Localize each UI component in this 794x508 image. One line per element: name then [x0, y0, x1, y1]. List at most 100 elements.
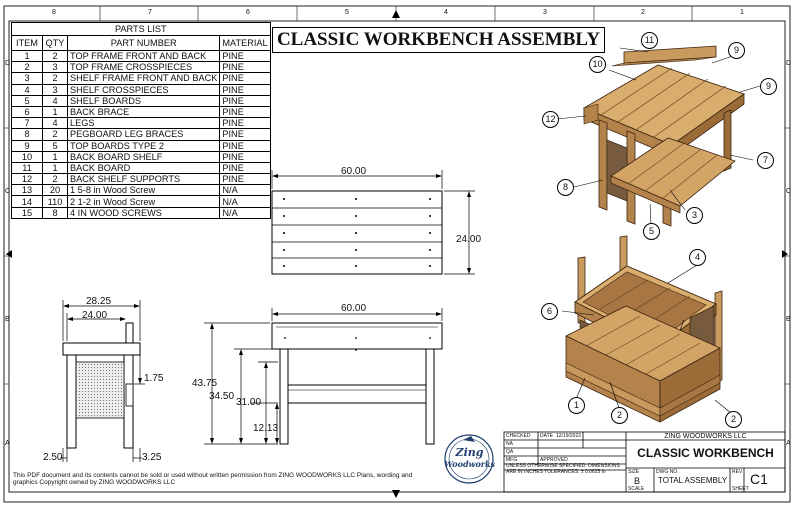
dim-top-depth: 24.00 — [456, 234, 482, 245]
balloon-upper: 9 — [728, 42, 745, 59]
zone-4: 4 — [444, 9, 448, 16]
zone-3: 3 — [543, 9, 547, 16]
tb-date-label: DATE — [540, 433, 553, 439]
dim-shelf-height: 12.13 — [253, 423, 279, 434]
balloon-upper: 12 — [542, 111, 559, 128]
tb-sheet: SHEET — [732, 486, 749, 492]
tb-rev-value: C1 — [750, 471, 768, 487]
zone-8: 8 — [52, 9, 56, 16]
balloon-lower: 1 — [568, 397, 585, 414]
parts-list-table: PARTS LIST ITEM QTY PART NUMBER MATERIAL… — [11, 22, 271, 219]
drawing-title: CLASSIC WORKBENCH ASSEMBLY — [272, 27, 605, 53]
zone-a: A — [5, 440, 10, 447]
tb-drawn: NA — [506, 441, 513, 447]
balloon-upper: 5 — [643, 223, 660, 240]
dim-side-overall: 28.25 — [86, 296, 112, 307]
zone-7: 7 — [148, 9, 152, 16]
balloon-lower: 2 — [725, 411, 742, 428]
zone-b: B — [5, 316, 10, 323]
tb-scale: SCALE — [628, 486, 645, 492]
tb-date-value: 12/19/2022 — [556, 433, 582, 439]
tb-dwg-label: DWG NO — [656, 469, 678, 475]
balloon-upper: 10 — [589, 56, 606, 73]
balloon-upper: 9 — [760, 78, 777, 95]
balloon-upper: 7 — [757, 152, 774, 169]
zone-b-right: B — [786, 316, 791, 323]
tb-title: CLASSIC WORKBENCH — [637, 446, 774, 460]
dim-side-left: 2.50 — [43, 452, 63, 463]
dim-shelf-top: 31.00 — [236, 397, 262, 408]
balloon-upper: 3 — [686, 207, 703, 224]
dim-overall-height: 43.75 — [192, 378, 218, 389]
zone-c-right: C — [786, 188, 792, 195]
tb-tolerance: UNLESS OTHERWISE SPECIFIED: DIMENSIONS A… — [506, 463, 620, 475]
logo-zing: Zing — [455, 446, 484, 459]
part-qty: 2 — [42, 128, 68, 141]
part-material: PINE — [219, 139, 271, 152]
tb-approved: APPROVED — [540, 457, 568, 463]
dim-side-offset: 1.75 — [144, 373, 164, 384]
zone-a-right: A — [786, 440, 791, 447]
tb-rev-label: REV — [732, 469, 743, 475]
part-material: PINE — [219, 173, 271, 186]
tb-checked: CHECKED — [506, 433, 531, 439]
logo-woodworks: Woodworks — [443, 459, 496, 469]
tb-qa: QA — [506, 449, 514, 455]
part-material: N/A — [219, 184, 271, 197]
tb-dwg-value: TOTAL ASSEMBLY — [658, 476, 728, 485]
zone-1: 1 — [740, 9, 744, 16]
part-qty: 8 — [42, 206, 68, 219]
balloon-upper: 8 — [557, 179, 574, 196]
dim-top-width: 60.00 — [341, 166, 367, 177]
tb-size-label: SIZE — [628, 469, 640, 475]
part-item: 12 — [11, 173, 43, 186]
part-material: PINE — [219, 150, 271, 163]
zone-5: 5 — [345, 9, 349, 16]
balloon-lower: 6 — [541, 303, 558, 320]
dim-side-depth: 24.00 — [82, 310, 108, 321]
dim-side-right: 3.25 — [142, 452, 162, 463]
part-item: 8 — [11, 128, 43, 141]
tb-size-value: B — [634, 476, 641, 486]
zone-2: 2 — [641, 9, 645, 16]
dim-front-width: 60.00 — [341, 303, 367, 314]
zone-d-right: D — [786, 60, 792, 67]
balloon-lower: 2 — [611, 407, 628, 424]
zone-6: 6 — [246, 9, 250, 16]
zing-woodworks-logo: Zing Woodworks — [441, 432, 498, 486]
part-material: PINE — [219, 83, 271, 96]
part-material: PINE — [219, 161, 271, 175]
part-material: N/A — [219, 195, 271, 208]
part-material: PINE — [219, 128, 271, 141]
tb-company: ZING WOODWORKS LLC — [664, 433, 747, 440]
part-number: 1 5-8 in Wood Screw — [66, 184, 221, 197]
balloon-lower: 4 — [689, 249, 706, 266]
part-material: PINE — [219, 61, 271, 74]
dim-top-height: 34.50 — [209, 391, 235, 402]
part-material: N/A — [219, 206, 271, 219]
copyright-notice: This PDF document and its contents canno… — [13, 472, 413, 486]
tb-mfg: MFG — [506, 457, 518, 463]
zone-d: D — [5, 60, 11, 67]
zone-c: C — [5, 188, 11, 195]
